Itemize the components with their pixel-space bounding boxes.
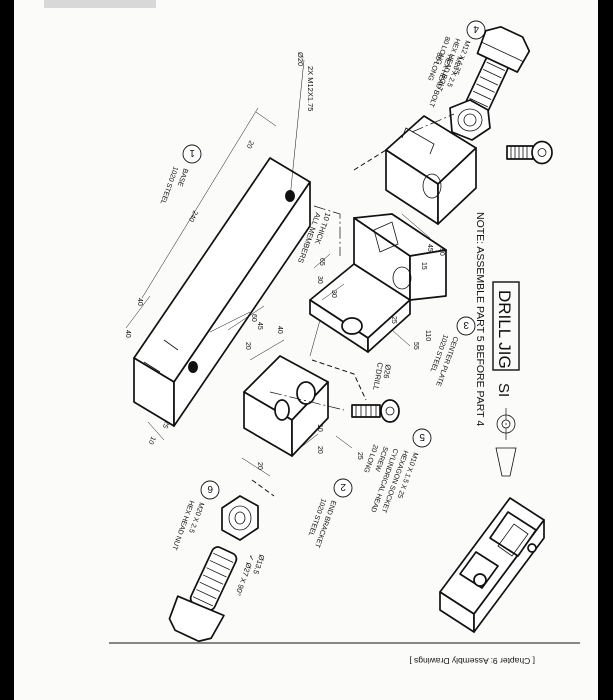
end-bracket-upper	[385, 115, 477, 225]
screw-upper-threads	[510, 146, 528, 159]
dimension-texts: 240 40 40 20 25 10 30 30 65 25 110 90 55…	[124, 139, 445, 470]
dim-bracket-1: 40	[276, 326, 283, 334]
screw-upper-head	[531, 140, 553, 165]
dim-plate-4: 110	[424, 330, 431, 341]
balloon-2: 2	[340, 481, 346, 492]
note-tapped-hole-dia: Ø20	[296, 52, 305, 66]
dim-plate-8: 15	[420, 262, 427, 270]
title-box	[492, 281, 520, 371]
bracket-lower-side	[291, 381, 329, 457]
plate-upright-hole	[392, 266, 412, 290]
assembled-plate-slot	[497, 523, 529, 557]
callout-part-3: 3 CENTER PLATE 1020 STEEL	[429, 316, 476, 387]
dim-plate-1: 30	[330, 290, 337, 298]
assembled-bolt-end	[527, 543, 537, 553]
dim-base-height: 40	[124, 330, 131, 338]
bracket-upper-hole	[422, 173, 442, 199]
balloon-4: 4	[473, 23, 479, 34]
dim-plate-7: 45	[426, 244, 433, 252]
dim-base-end-b: 20	[256, 462, 263, 470]
sheet-code: SI	[495, 383, 512, 397]
assembled-nut	[473, 573, 487, 587]
title-block: DRILL JIG SI NOTE: ASSEMBLE PART 5 BEFOR…	[474, 212, 520, 477]
assembled-view-thumbnail	[439, 497, 545, 633]
bolt-lower-head	[168, 595, 225, 643]
bolt-head-edge	[481, 41, 524, 62]
note-center-drill: C'DRILL	[371, 362, 385, 391]
dim-base-side: 25	[161, 419, 171, 429]
balloon-1: 1	[189, 147, 195, 158]
dim-bracket-5: 60	[250, 314, 257, 322]
center-plate-part-3	[309, 213, 447, 353]
hex-nut-upper	[449, 99, 491, 141]
dim-base-width: 40	[136, 298, 143, 306]
plate-web	[373, 221, 399, 253]
bracket-upper-side	[437, 147, 477, 225]
end-bracket-lower	[243, 355, 329, 457]
base-part-1	[133, 157, 311, 427]
dimension-lines	[125, 59, 455, 497]
balloon-5: 5	[419, 431, 425, 442]
nut-upper-hole	[457, 108, 483, 132]
dim-plate-6: 55	[412, 342, 419, 350]
dim-bracket-3: 10	[316, 424, 323, 432]
screw-lower-head	[380, 399, 400, 423]
callout-part-7: M20 X 2.5 HEX HEAD BOLT 80 LONG	[426, 51, 463, 108]
hex-bolt-lower	[168, 546, 238, 643]
screw-lower-threads	[355, 405, 377, 417]
bracket-lower-hole	[274, 399, 290, 421]
callout-part-5: 5 M10 X 1.5 X 25 HEXAGON SOCKET CYLINDRI…	[362, 428, 432, 514]
bolt-lower-shank	[189, 546, 238, 612]
dim-bracket-4: 25	[356, 452, 363, 460]
nut-lower-hole	[228, 505, 252, 531]
socket-screw-upper	[506, 140, 553, 165]
bolt-head	[476, 26, 531, 73]
nut-lower-body	[221, 495, 259, 541]
bolt-lower-threads	[192, 552, 234, 607]
hex-nut-part-6	[221, 495, 259, 541]
screw-upper-socket	[537, 148, 547, 157]
nut-upper-bore	[463, 113, 477, 127]
dim-plate-3: 25	[390, 316, 397, 324]
scan-edge-strip	[44, 0, 156, 8]
drawing-title: DRILL JIG	[495, 290, 514, 369]
base-edge-lines	[143, 339, 179, 373]
part-1-line-2: 1020 STEEL	[159, 165, 179, 205]
base-tapped-hole-b	[188, 361, 198, 373]
callout-part-6: 6 M20 X 2.5 HEX HEAD NUT	[170, 480, 220, 551]
dim-plate-0: 30	[316, 276, 323, 284]
drawing-page: [ Chapter 9: Assembly Drawings ] DRILL J…	[14, 0, 598, 700]
screw-lower-socket	[385, 406, 395, 416]
balloon-3: 3	[463, 319, 469, 330]
callout-part-2: 2 END BRACKET 1020 STEEL	[307, 478, 353, 549]
assembly-note: NOTE: ASSEMBLE PART 5 BEFORE PART 4	[474, 212, 486, 426]
hex-bolt-part-7	[463, 26, 531, 120]
dim-base-length: 240	[187, 209, 199, 223]
dim-bracket-6: 20	[316, 446, 323, 454]
plate-base-hole	[341, 317, 363, 335]
dim-base-step: 10	[147, 435, 157, 445]
nut-upper-body	[449, 99, 491, 141]
chapter-label: [ Chapter 9: Assembly Drawings ]	[409, 656, 535, 666]
socket-screw-lower	[351, 399, 400, 423]
dim-bracket-0: 45	[256, 322, 263, 330]
projection-cone	[495, 447, 517, 477]
note-hole-plate: Ø26	[382, 364, 393, 380]
assembled-plate	[489, 511, 537, 557]
assembly-drawing: [ Chapter 9: Assembly Drawings ] DRILL J…	[109, 20, 580, 666]
dim-bracket-2: 20	[244, 342, 251, 350]
nut-lower-bore	[234, 511, 246, 525]
bracket-upper-slot	[401, 127, 435, 155]
dim-base-end-a: 20	[245, 139, 255, 149]
base-side-face	[173, 181, 311, 427]
callout-part-1: 1 BASE 1020 STEEL	[159, 144, 202, 205]
note-tapped-hole: 2X M12X1.75	[306, 66, 315, 111]
dim-plate-2: 65	[318, 258, 325, 266]
dim-plate-5: 90	[438, 248, 445, 256]
balloon-6: 6	[207, 483, 213, 494]
plate-upright-side	[409, 249, 447, 301]
bracket-lower-csk-hole	[296, 381, 316, 405]
plate-base-side	[367, 299, 411, 353]
